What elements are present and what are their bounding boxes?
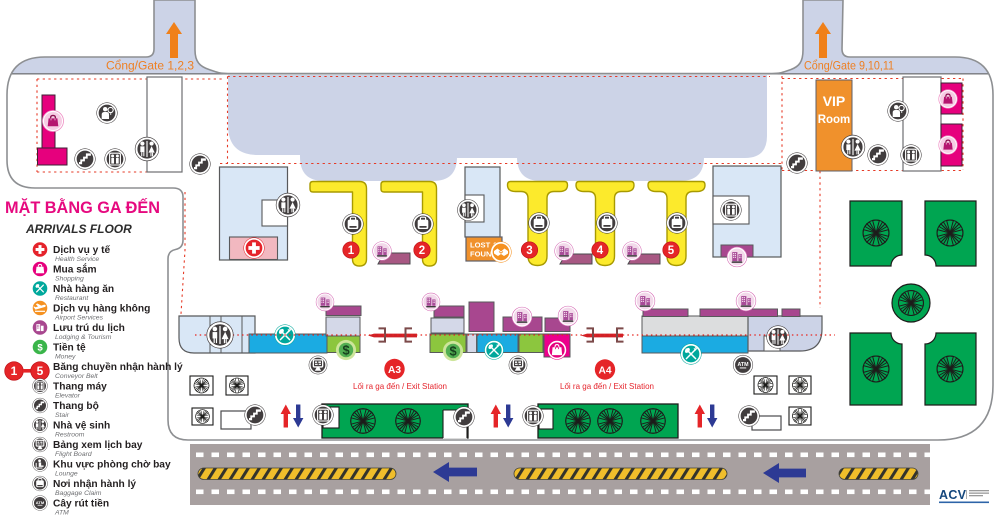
svg-text:Nơi nhận hành lý: Nơi nhận hành lý [53, 479, 136, 490]
svg-text:Stair: Stair [55, 412, 70, 419]
svg-text:Flight Board: Flight Board [55, 451, 92, 458]
svg-text:ARRIVALS FLOOR: ARRIVALS FLOOR [25, 222, 132, 236]
svg-text:Thang bộ: Thang bộ [53, 401, 99, 412]
svg-text:Cổng/Gate 9,10,11: Cổng/Gate 9,10,11 [804, 59, 894, 73]
svg-text:Lối ra ga đến / Exit Station: Lối ra ga đến / Exit Station [353, 381, 447, 391]
svg-text:A3: A3 [388, 365, 401, 376]
svg-text:Restroom: Restroom [55, 432, 85, 439]
svg-text:MẶT BẰNG GA ĐẾN: MẶT BẰNG GA ĐẾN [5, 198, 160, 217]
svg-text:Băng chuyền nhận hành lý: Băng chuyền nhận hành lý [53, 361, 183, 373]
svg-text:ACV: ACV [939, 488, 967, 502]
svg-text:Lưu trú du lịch: Lưu trú du lịch [53, 323, 125, 334]
svg-text:Dịch vụ y tế: Dịch vụ y tế [53, 244, 111, 256]
svg-text:1: 1 [348, 245, 355, 257]
svg-text:Khu vực phòng chờ bay: Khu vực phòng chờ bay [53, 460, 171, 471]
svg-text:1: 1 [11, 364, 18, 378]
svg-text:A4: A4 [598, 365, 611, 376]
svg-text:Lounge: Lounge [55, 471, 78, 478]
svg-text:Airport Services: Airport Services [54, 315, 104, 322]
svg-text:4: 4 [597, 245, 604, 257]
svg-text:Bảng xem lịch bay: Bảng xem lịch bay [53, 440, 143, 451]
svg-text:Money: Money [55, 354, 76, 361]
svg-text:Lối ra ga đến / Exit Station: Lối ra ga đến / Exit Station [560, 381, 654, 391]
svg-text:Dịch vụ hàng không: Dịch vụ hàng không [53, 304, 150, 315]
svg-text:Elevator: Elevator [55, 393, 81, 400]
svg-text:Conveyor Belt: Conveyor Belt [55, 373, 99, 380]
svg-text:Cây rút tiền: Cây rút tiền [53, 498, 109, 510]
svg-text:Thang máy: Thang máy [53, 382, 107, 393]
svg-text:Tiền tệ: Tiền tệ [53, 342, 86, 354]
svg-text:Nhà vệ sinh: Nhà vệ sinh [53, 421, 110, 432]
svg-text:Room: Room [818, 114, 851, 126]
svg-text:5: 5 [668, 245, 675, 257]
svg-text:Cổng/Gate 1,2,3: Cổng/Gate 1,2,3 [106, 59, 194, 73]
svg-text:Mua sắm: Mua sắm [53, 263, 97, 276]
svg-text:5: 5 [37, 364, 44, 378]
svg-text:Nhà hàng ăn: Nhà hàng ăn [53, 284, 114, 295]
svg-text:LOST &: LOST & [470, 241, 498, 250]
svg-text:2: 2 [419, 245, 425, 257]
svg-text:FOUND: FOUND [470, 250, 498, 259]
svg-text:Shopping: Shopping [55, 276, 84, 283]
svg-text:Baggage Claim: Baggage Claim [55, 490, 102, 497]
svg-text:3: 3 [526, 245, 532, 257]
svg-text:VIP: VIP [823, 93, 846, 109]
svg-text:Lodging & Tourism: Lodging & Tourism [55, 334, 112, 341]
svg-text:Restaurant: Restaurant [55, 295, 89, 302]
svg-text:ATM: ATM [54, 510, 69, 517]
svg-text:Health Service: Health Service [55, 256, 99, 263]
